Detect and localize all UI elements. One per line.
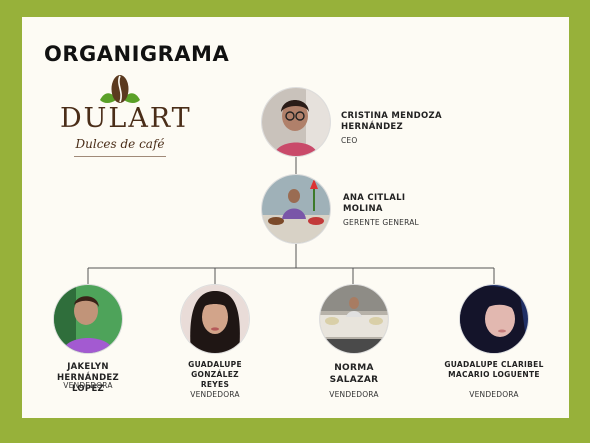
vendedora-3-photo: [320, 285, 388, 353]
vendedora-3-name: NORMA SALAZAR: [329, 363, 379, 385]
coffee-bean-icon: [100, 75, 140, 103]
gm-name: ANA CITLALI MOLINA: [343, 193, 406, 214]
vendedora-2-role: VENDEDORA: [190, 390, 240, 399]
ceo-photo: [262, 88, 330, 156]
gm-photo: [262, 175, 330, 243]
ceo-name: CRISTINA MENDOZA HERNÁNDEZ: [341, 111, 442, 132]
logo-wordmark: DULART: [60, 103, 192, 134]
vendedora-1-photo: [54, 285, 122, 353]
vendedora-2-name: GUADALUPE GONZÁLEZ REYES: [188, 360, 242, 389]
logo-tagline: Dulces de café: [75, 137, 165, 151]
logo-underline: [74, 156, 166, 157]
vendedora-3-role: VENDEDORA: [329, 390, 379, 399]
dulart-logo: DULART Dulces de café: [60, 74, 192, 164]
page-title: ORGANIGRAMA: [44, 42, 230, 66]
vendedora-4-photo: [460, 285, 528, 353]
ceo-role: CEO: [341, 136, 358, 145]
vendedora-4-name: GUADALUPE CLARIBEL MACARIO LOGUENTE: [444, 360, 544, 379]
vendedora-4-role: VENDEDORA: [469, 390, 519, 399]
gm-role: GERENTE GENERAL: [343, 218, 419, 227]
vendedora-1-role: VENDEDORA: [63, 381, 113, 390]
vendedora-1-name: JAKELYN HERNÁNDEZ LOPEZ: [57, 362, 119, 394]
vendedora-2-photo: [181, 285, 249, 353]
